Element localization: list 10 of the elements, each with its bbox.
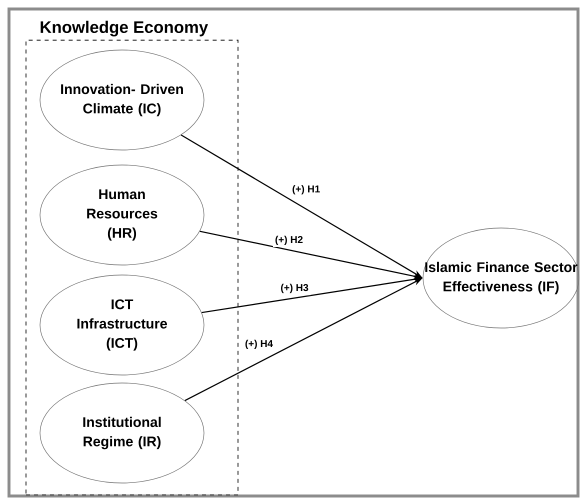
ellipse-node: Institutional Regime (IR) [40, 382, 204, 484]
ellipse-node: Islamic Finance Sector Effectiveness (IF) [422, 228, 580, 328]
edge-label: (+) H1 [290, 183, 322, 196]
edge-label: (+) H2 [272, 234, 306, 248]
ellipse-node: Innovation- Driven Climate (IC) [40, 50, 204, 150]
node-label: Knowledge Economy [40, 20, 208, 36]
ellipse-node: Human Resources (HR) [40, 164, 204, 266]
edge-label: (+) H4 [242, 338, 276, 352]
edge-label: (+) H3 [278, 282, 311, 296]
ellipse-node: ICT Infrastructure (ICT) [40, 274, 204, 376]
